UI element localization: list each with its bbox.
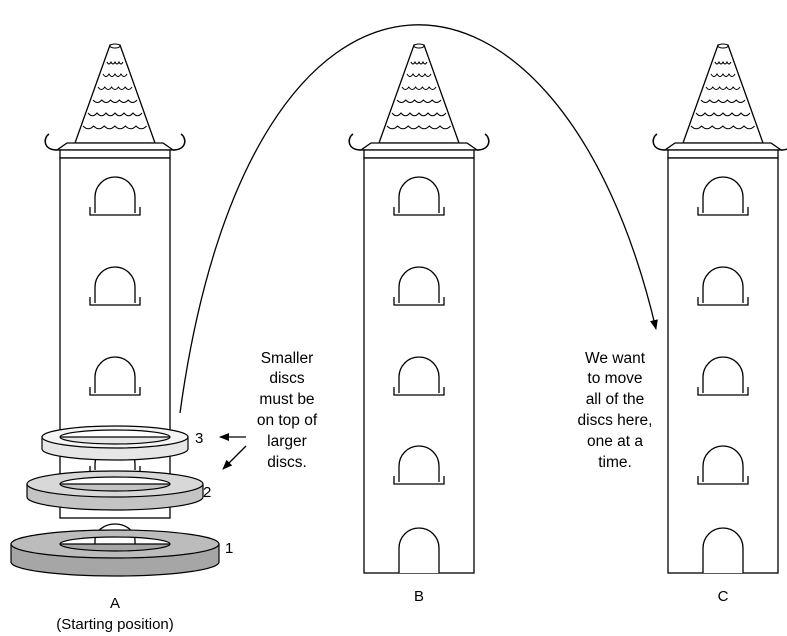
tower-c-label: C — [718, 588, 729, 605]
tower-a-sublabel: (Starting position) — [56, 616, 174, 633]
tower-c-window — [697, 266, 749, 306]
rule-note-line: discs — [269, 370, 305, 387]
rule-note-line: larger — [267, 433, 307, 450]
goal-note-line: all of the — [586, 391, 645, 408]
rule-note: Smaller discs must be on top of larger d… — [257, 350, 318, 471]
tower-b-window — [393, 356, 445, 396]
rule-note-line: Smaller — [261, 350, 314, 367]
disc-1 — [10, 529, 220, 577]
tower-c-roof — [652, 43, 787, 159]
goal-note-line: one at a — [587, 433, 643, 450]
tower-b — [348, 43, 490, 574]
tower-a-window — [89, 176, 141, 216]
disc-2-number: 2 — [203, 484, 211, 501]
tower-a-label: A — [110, 595, 120, 612]
tower-c-window — [697, 445, 749, 485]
tower-b-label: B — [414, 588, 424, 605]
tower-c-door — [702, 527, 744, 573]
tower-a — [10, 43, 220, 577]
goal-note: We want to move all of the discs here, o… — [578, 350, 653, 471]
goal-note-line: to move — [587, 370, 642, 387]
tower-b-window — [393, 445, 445, 485]
tower-b-roof — [348, 43, 490, 159]
disc-3-number: 3 — [195, 430, 203, 447]
tower-b-window — [393, 176, 445, 216]
goal-note-line: discs here, — [578, 412, 653, 429]
goal-note-line: We want — [585, 350, 646, 367]
goal-note-line: time. — [598, 454, 632, 471]
tower-c-window — [697, 356, 749, 396]
tower-c-window — [697, 176, 749, 216]
arrow-to-disc-2 — [222, 445, 247, 470]
tower-a-window — [89, 356, 141, 396]
disc-1-number: 1 — [225, 540, 233, 557]
tower-b-window — [393, 266, 445, 306]
tower-b-door — [398, 527, 440, 573]
rule-note-line: must be — [259, 391, 314, 408]
tower-a-roof — [44, 43, 186, 159]
disc-3 — [41, 425, 189, 461]
rule-note-line: discs. — [267, 454, 307, 471]
rule-note-line: on top of — [257, 412, 318, 429]
tower-a-window — [89, 266, 141, 306]
disc-2 — [26, 470, 204, 511]
tower-c — [652, 43, 787, 574]
move-arrow — [179, 24, 658, 414]
